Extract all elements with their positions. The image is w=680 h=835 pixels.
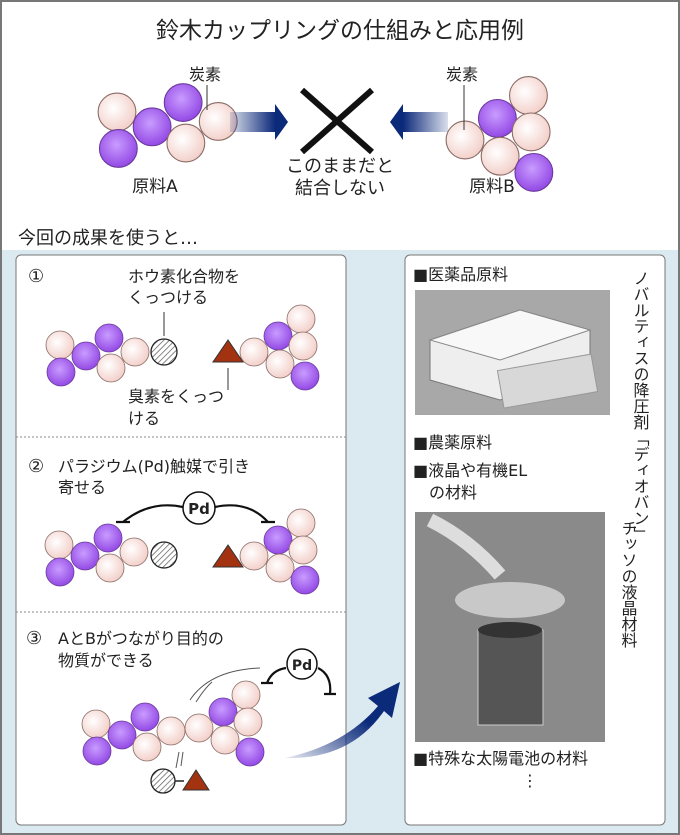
material-a-label: 原料A	[132, 177, 178, 197]
boron-compound-icon	[150, 768, 176, 794]
photo2-caption: チッソの液晶材料	[619, 520, 638, 648]
app-item-solar: ■特殊な太陽電池の材料	[413, 749, 588, 768]
pd-catalyst-icon	[286, 648, 318, 680]
app-item-lcd-oled: ■液晶や有機EL	[413, 461, 527, 480]
carbon-label-b: 炭素	[446, 65, 478, 84]
step-3-number: ③	[26, 628, 42, 649]
step-1-label2-line2: ける	[128, 409, 160, 428]
step-1-label-line1: ホウ素化合物を	[128, 267, 240, 286]
bromine-icon	[182, 769, 210, 791]
result-arrow-icon	[285, 682, 400, 759]
arrow-left-icon	[390, 104, 448, 140]
cross-icon	[300, 87, 374, 155]
boron-compound-icon	[150, 338, 178, 366]
step-1-label-line2: くっつける	[128, 288, 208, 307]
boron-compound-icon	[150, 541, 178, 569]
title: 鈴木カップリングの仕組みと応用例	[156, 18, 524, 44]
pd-label: Pd	[292, 658, 312, 674]
no-bond-line2: 結合しない	[295, 178, 385, 199]
pd-label: Pd	[188, 500, 210, 518]
app-item-pharma: ■医薬品原料	[413, 265, 508, 284]
photo1-caption: ノバルティスの降圧剤「ディオバン」	[631, 270, 650, 542]
bromine-icon	[212, 339, 244, 363]
step-2-label-line1: パラジウム(Pd)触媒で引き	[58, 457, 250, 476]
step-2-label-line2: 寄せる	[58, 478, 106, 497]
ellipsis: ⋮	[522, 771, 538, 790]
app-item-lcd-oled-cont: の材料	[429, 483, 477, 502]
step-3-label-line2: 物質ができる	[58, 651, 154, 670]
subtitle: 今回の成果を使うと…	[18, 228, 198, 249]
step-1: ① ホウ素化合物を くっつける 臭素をくっつ ける	[28, 266, 320, 428]
step-2: ② パラジウム(Pd)触媒で引き 寄せる Pd	[28, 456, 320, 595]
no-bond-line1: このままだと	[286, 156, 394, 177]
step-2-number: ②	[28, 456, 44, 477]
material-b-label: 原料B	[469, 177, 515, 197]
carbon-label-a: 炭素	[189, 65, 221, 84]
arrow-right-icon	[230, 104, 288, 140]
photo-diovan-package	[415, 290, 610, 415]
step-3: ③ AとBがつながり目的の 物質ができる Pd	[26, 628, 336, 794]
photo-liquid-crystal	[415, 512, 605, 742]
pd-catalyst-icon	[182, 491, 216, 525]
bromine-icon	[212, 544, 244, 568]
step-1-number: ①	[28, 266, 44, 287]
step-3-label-line1: AとBがつながり目的の	[58, 629, 224, 648]
app-item-agro: ■農薬原料	[413, 433, 492, 452]
step-1-label2-line1: 臭素をくっつ	[128, 387, 224, 406]
